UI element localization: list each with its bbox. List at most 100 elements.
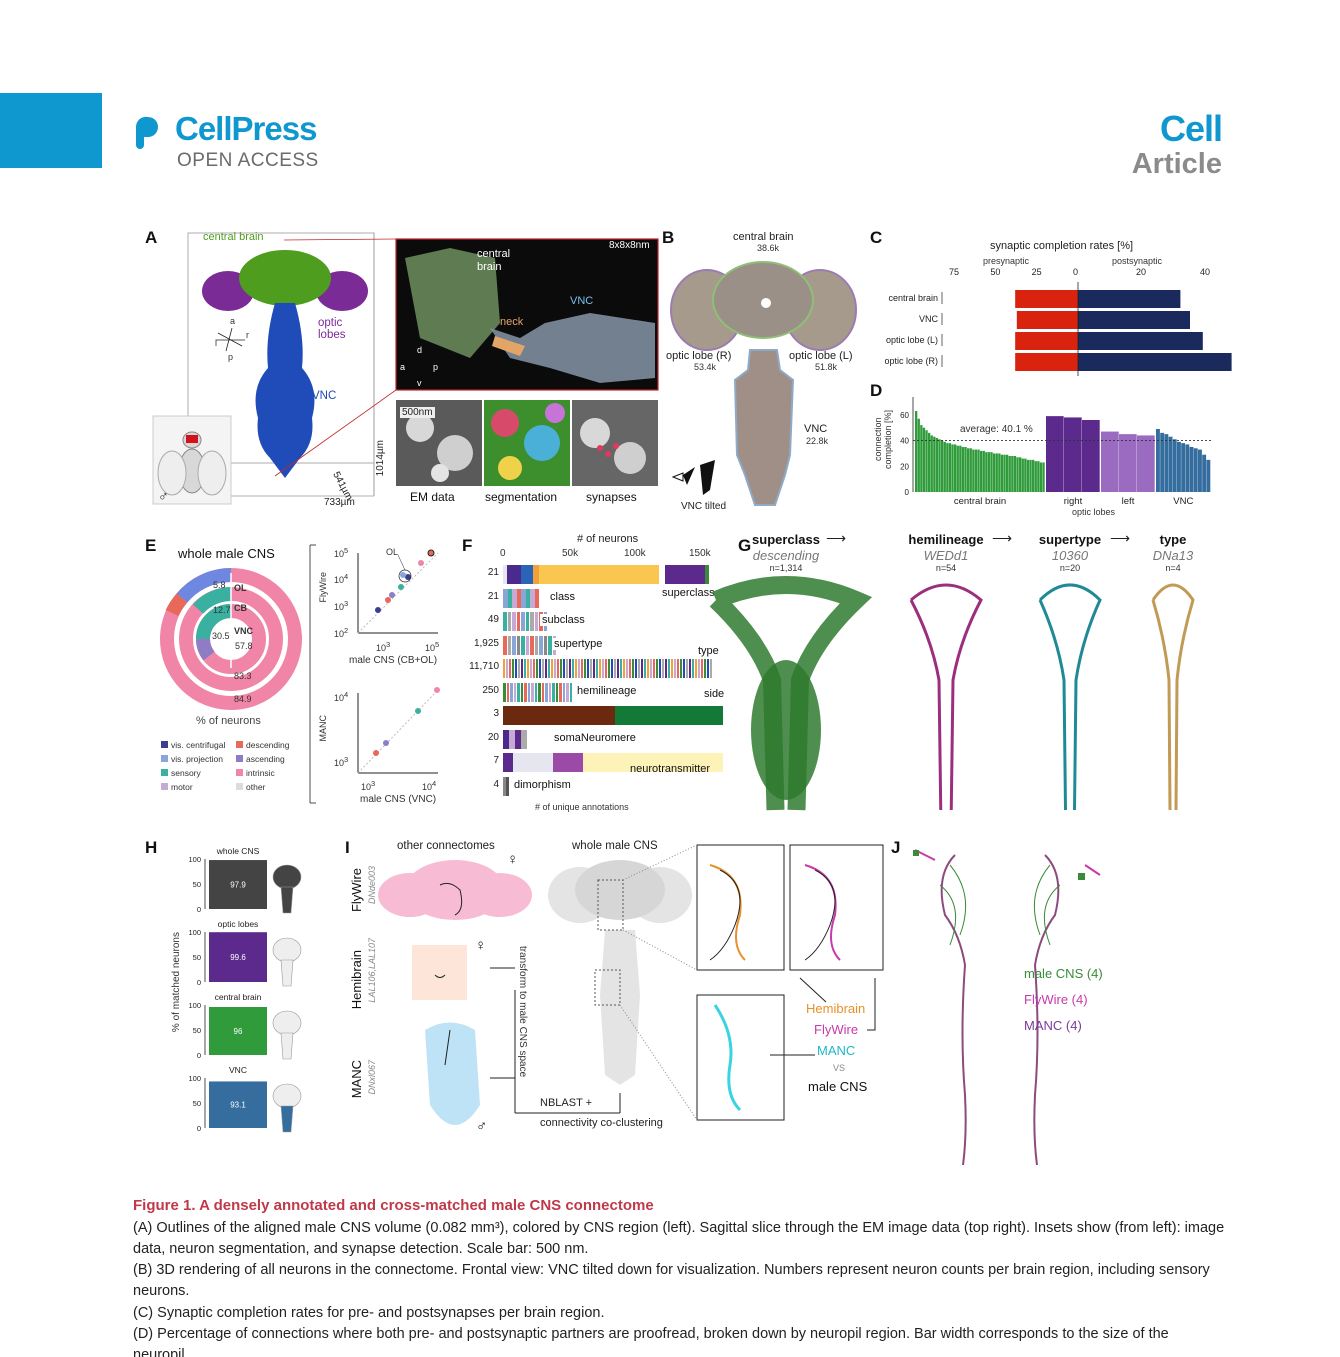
f-row-bar <box>503 635 723 655</box>
f-segment <box>647 659 650 678</box>
f-segment <box>692 659 695 678</box>
b-optic-lobe-r-count: 53.4k <box>694 362 717 372</box>
d-bar <box>928 432 931 492</box>
f-segment <box>548 659 551 678</box>
h-bar-value: 99.6 <box>230 953 246 962</box>
f-segment <box>554 659 557 678</box>
f-tick-0: 0 <box>500 548 506 559</box>
h-cns-icon <box>272 864 302 890</box>
f-segment <box>527 659 530 678</box>
e-tick-1e5-top: 105 <box>334 546 349 559</box>
f-segment <box>503 612 508 631</box>
h-y-tick: 100 <box>188 928 201 937</box>
d-bar <box>1181 443 1186 492</box>
d-x-label: right <box>1064 496 1083 507</box>
panel-label-i: I <box>345 838 350 857</box>
f-segment <box>507 588 512 608</box>
f-segment <box>707 659 710 678</box>
d-average-label: average: 40.1 % <box>960 424 1033 435</box>
e-xexp4-bot: 4 <box>432 779 437 788</box>
e-val-ol: 5.8 <box>213 580 226 590</box>
e-legend-label: sensory <box>171 768 201 778</box>
c-bar-postsynaptic <box>1078 353 1232 371</box>
d-bar <box>935 438 939 492</box>
axis-a-label: a <box>230 316 236 326</box>
d-bar <box>954 444 957 492</box>
i-female-symbol-2: ♀ <box>475 937 487 954</box>
h-vnc-icon <box>280 1105 294 1133</box>
g-column-header: supertype <box>1038 532 1102 547</box>
f-row-count: 20 <box>487 731 499 743</box>
f-segment <box>527 682 531 702</box>
e-ol-marker: OL <box>386 547 399 557</box>
axis-v-label: v <box>417 378 422 388</box>
e-xtick-1e5-top: 105 <box>425 640 440 653</box>
h-y-tick: 100 <box>188 855 201 864</box>
f-row-label: type <box>698 645 719 657</box>
h-group-title: VNC <box>229 1065 247 1075</box>
f-row-bar <box>503 706 723 725</box>
g-column-value: 10360 <box>1051 548 1089 563</box>
f-segment <box>674 659 677 678</box>
f-segment <box>534 588 539 608</box>
c-bar-presynaptic <box>1015 290 1078 308</box>
d-bar <box>1119 434 1137 492</box>
d-bar <box>1164 434 1169 492</box>
e-xtick-1e3-top: 103 <box>376 640 391 653</box>
e-exp5-top: 5 <box>344 546 349 555</box>
f-segment <box>506 776 509 796</box>
scale-bar-label: 500nm <box>400 407 435 418</box>
c-bar-postsynaptic <box>1078 332 1203 350</box>
cellpress-logo-icon <box>135 116 158 149</box>
f-segment <box>659 659 662 678</box>
e-legend-item: sensory <box>161 768 201 778</box>
f-segment <box>524 659 527 678</box>
f-segment <box>581 659 584 678</box>
h-ylabel: % of matched neurons <box>171 932 182 1033</box>
f-row-bar <box>503 729 723 749</box>
f-row-bar <box>503 682 723 702</box>
f-row-count: 4 <box>493 778 499 790</box>
f-segment <box>503 659 506 678</box>
d-bar <box>922 427 926 492</box>
f-segment <box>614 659 617 678</box>
g-column-value: DNa13 <box>1152 548 1194 563</box>
h-y-tick: 100 <box>188 1074 201 1083</box>
em-vnc: VNC <box>570 295 594 307</box>
d-bar <box>1008 456 1011 492</box>
d-bar <box>915 411 918 492</box>
f-row-label: class <box>548 590 578 603</box>
c-title: synaptic completion rates [%] <box>990 240 1134 252</box>
d-bar <box>1046 416 1064 492</box>
f-tick-150k: 150k <box>689 548 711 559</box>
f-segment <box>650 659 653 678</box>
f-segment <box>545 682 549 702</box>
f-segment <box>593 659 596 678</box>
caption-d: (D) Percentage of connections where both… <box>133 1326 1169 1357</box>
f-segment <box>583 753 723 772</box>
f-segment <box>653 659 656 678</box>
c-left-tick: 50 <box>990 267 1000 277</box>
h-y-tick: 0 <box>197 1124 201 1133</box>
d-bar <box>1042 462 1045 492</box>
f-segment <box>710 659 713 678</box>
e-legend-label: vis. centrifugal <box>171 740 226 750</box>
e-legend-swatch <box>236 769 243 776</box>
c-left-tick: 0 <box>1073 267 1078 277</box>
d-bar <box>1202 454 1207 492</box>
f-segment <box>562 682 566 702</box>
g-column-value: descending <box>752 548 820 563</box>
b-optic-lobe-l-count: 51.8k <box>815 362 838 372</box>
f-segment <box>507 635 512 655</box>
f-row-count: 7 <box>493 755 499 766</box>
f-segment <box>641 659 644 678</box>
d-bar <box>941 440 944 492</box>
e-donut <box>160 568 302 710</box>
h-y-tick: 50 <box>193 1026 201 1035</box>
em-axis-a-label: a <box>400 362 406 372</box>
f-title: # of neurons <box>577 533 639 545</box>
e-xexp3-top: 3 <box>386 640 391 649</box>
d-bar <box>1032 459 1035 492</box>
f-segment <box>677 659 680 678</box>
